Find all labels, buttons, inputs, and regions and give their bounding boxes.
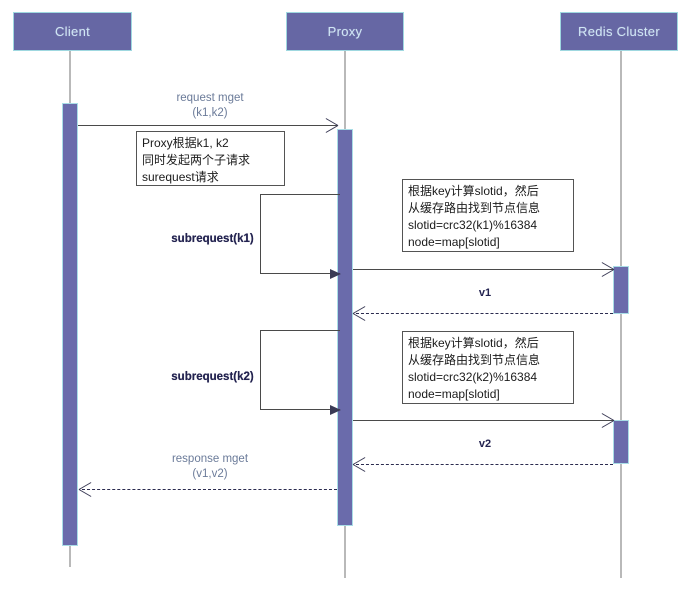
arrowhead-request-mget xyxy=(325,118,338,132)
arrowhead-subrequest-k2 xyxy=(330,405,341,415)
message-label-return-v1: v1 xyxy=(455,286,515,301)
message-arrow-return-v1 xyxy=(356,313,613,314)
message-arrow-forward-k1 xyxy=(353,269,614,270)
actor-label-proxy: Proxy xyxy=(327,24,363,39)
message-label-subrequest-k2-text: subrequest(k2) xyxy=(171,371,254,383)
message-label-request-mget: request mget (k1,k2) xyxy=(120,91,300,121)
actor-header-proxy[interactable]: Proxy xyxy=(286,12,404,51)
note-slot-k1: 根据key计算slotid，然后 从缓存路由找到节点信息 slotid=crc3… xyxy=(402,179,574,252)
message-arrow-request-mget xyxy=(78,125,338,126)
message-label-response-mget-line1: response mget xyxy=(171,453,249,465)
actor-header-client[interactable]: Client xyxy=(13,12,132,51)
message-label-return-v2-text: v2 xyxy=(478,438,492,450)
message-label-return-v2: v2 xyxy=(455,437,515,452)
actor-header-redis[interactable]: Redis Cluster xyxy=(560,12,678,51)
actor-label-client: Client xyxy=(54,24,91,39)
message-arrow-forward-k2 xyxy=(353,420,614,421)
selfloop-box-subrequest-k2 xyxy=(260,330,340,410)
message-label-request-mget-line1: request mget xyxy=(176,92,244,104)
lifeline-redis xyxy=(620,51,622,578)
arrowhead-forward-k1 xyxy=(601,262,614,276)
message-label-request-mget-line2: (k1,k2) xyxy=(192,107,228,119)
note-proxy-split: Proxy根据k1, k2 同时发起两个子请求 surequest请求 xyxy=(136,131,285,186)
arrowhead-response-mget xyxy=(79,482,92,496)
message-arrow-return-v2 xyxy=(356,464,613,465)
arrowhead-return-v1 xyxy=(353,306,366,320)
message-arrow-response-mget xyxy=(82,489,337,490)
message-label-subrequest-k1: subrequest(k1) xyxy=(155,232,270,247)
note-slot-k2: 根据key计算slotid，然后 从缓存路由找到节点信息 slotid=crc3… xyxy=(402,331,574,404)
message-label-subrequest-k2: subrequest(k2) xyxy=(155,370,270,385)
message-label-response-mget-line2: (v1,v2) xyxy=(192,468,228,480)
actor-label-redis: Redis Cluster xyxy=(578,24,660,39)
activation-bar-client xyxy=(62,103,78,546)
message-label-subrequest-k1-text: subrequest(k1) xyxy=(171,233,254,245)
arrowhead-return-v2 xyxy=(353,457,366,471)
activation-bar-redis-1 xyxy=(613,266,629,314)
message-label-response-mget: response mget (v1,v2) xyxy=(120,452,300,482)
selfloop-box-subrequest-k1 xyxy=(260,194,340,274)
activation-bar-proxy xyxy=(337,129,353,526)
activation-bar-redis-2 xyxy=(613,420,629,464)
message-label-return-v1-text: v1 xyxy=(478,287,492,299)
arrowhead-forward-k2 xyxy=(601,413,614,427)
arrowhead-subrequest-k1 xyxy=(330,269,341,279)
